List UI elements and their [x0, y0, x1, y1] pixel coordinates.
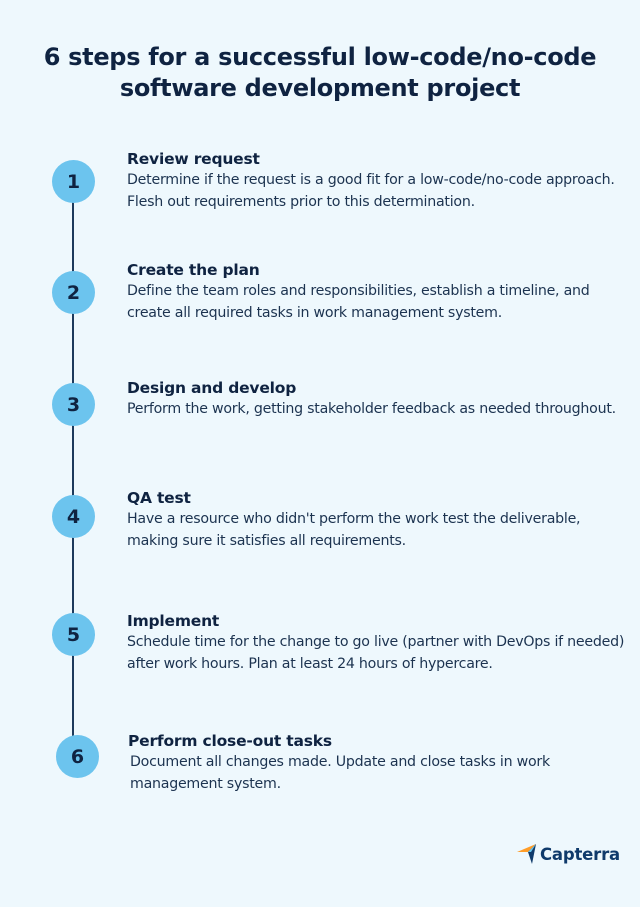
- step-title: Perform close-out tasks: [128, 732, 332, 750]
- step-description: Have a resource who didn't perform the w…: [127, 511, 581, 549]
- page-title: 6 steps for a successful low-code/no-cod…: [0, 42, 640, 104]
- step-number: 2: [66, 281, 81, 304]
- step-number: 1: [66, 170, 81, 193]
- step-2: Create the plan Define the team roles an…: [127, 260, 627, 324]
- step-description: Document all changes made. Update and cl…: [130, 754, 550, 792]
- step-title: QA test: [127, 489, 191, 507]
- step-description: Define the team roles and responsibiliti…: [127, 283, 590, 321]
- timeline-connector-line: [72, 181, 74, 747]
- capterra-logo: Capterra: [517, 843, 620, 865]
- step-number: 3: [66, 393, 81, 416]
- title-line-1: 6 steps for a successful low-code/no-cod…: [43, 43, 597, 71]
- step-4: QA test Have a resource who didn't perfo…: [127, 488, 627, 552]
- title-line-2: software development project: [119, 74, 521, 102]
- step-6-number-badge: 6: [56, 735, 99, 778]
- capterra-arrow-icon: [517, 843, 537, 865]
- step-description: Determine if the request is a good fit f…: [127, 172, 615, 210]
- step-4-number-badge: 4: [52, 495, 95, 538]
- step-5-number-badge: 5: [52, 613, 95, 656]
- step-number: 5: [66, 623, 81, 646]
- capterra-logo-text: Capterra: [540, 844, 620, 864]
- step-title: Create the plan: [127, 261, 260, 279]
- step-3: Design and develop Perform the work, get…: [127, 378, 627, 420]
- step-1-number-badge: 1: [52, 160, 95, 203]
- step-5: Implement Schedule time for the change t…: [127, 611, 627, 675]
- step-1: Review request Determine if the request …: [127, 149, 627, 213]
- step-number: 4: [66, 505, 81, 528]
- step-2-number-badge: 2: [52, 271, 95, 314]
- step-title: Review request: [127, 150, 260, 168]
- step-description: Schedule time for the change to go live …: [127, 634, 625, 672]
- step-number: 6: [70, 745, 85, 768]
- step-description: Perform the work, getting stakeholder fe…: [127, 401, 616, 417]
- step-title: Design and develop: [127, 379, 297, 397]
- step-6: Perform close-out tasks Document all cha…: [128, 731, 628, 795]
- step-3-number-badge: 3: [52, 383, 95, 426]
- step-title: Implement: [127, 612, 220, 630]
